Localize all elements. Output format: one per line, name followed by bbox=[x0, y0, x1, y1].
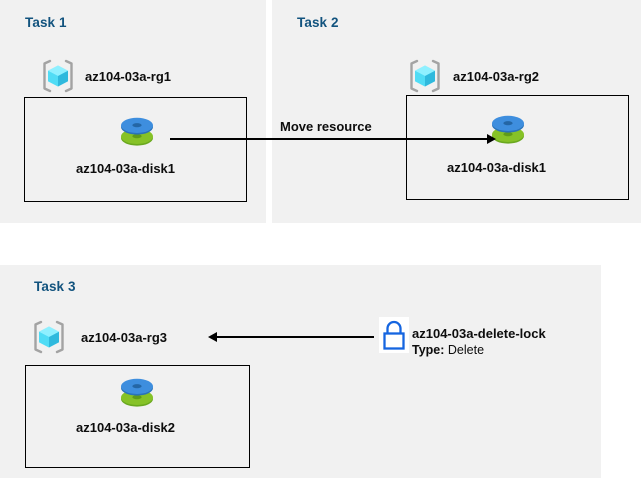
task-2-resource-label: az104-03a-disk1 bbox=[447, 160, 547, 175]
task-2-resource-box bbox=[406, 95, 629, 200]
managed-disk-icon bbox=[117, 373, 157, 413]
task-2-title: Task 2 bbox=[297, 15, 339, 30]
lock-icon bbox=[379, 317, 409, 353]
delete-lock-type: Type: Delete bbox=[412, 343, 484, 357]
task-3-resource-label: az104-03a-disk2 bbox=[76, 420, 176, 435]
delete-lock-line bbox=[217, 336, 374, 338]
task-3-title: Task 3 bbox=[34, 279, 76, 294]
move-resource-arrowhead bbox=[487, 134, 496, 144]
managed-disk-icon bbox=[117, 112, 157, 152]
resource-group-icon bbox=[31, 319, 67, 355]
task-2-resource-group-label: az104-03a-rg2 bbox=[453, 69, 539, 84]
delete-lock-type-value: Delete bbox=[447, 343, 485, 357]
task-1-title: Task 1 bbox=[25, 15, 67, 30]
resource-group-icon bbox=[407, 58, 443, 94]
task-1-resource-box bbox=[24, 97, 247, 202]
delete-lock-arrowhead bbox=[208, 332, 217, 342]
move-resource-label: Move resource bbox=[280, 119, 372, 134]
delete-lock-label: az104-03a-delete-lock bbox=[412, 326, 546, 341]
delete-lock-type-key: Type: bbox=[412, 343, 445, 357]
resource-group-icon bbox=[40, 58, 76, 94]
task-1-resource-label: az104-03a-disk1 bbox=[76, 161, 176, 176]
task-3-resource-group-label: az104-03a-rg3 bbox=[81, 330, 167, 345]
task-1-resource-group-label: az104-03a-rg1 bbox=[85, 69, 171, 84]
move-resource-line bbox=[170, 138, 488, 140]
managed-disk-icon bbox=[488, 110, 528, 150]
